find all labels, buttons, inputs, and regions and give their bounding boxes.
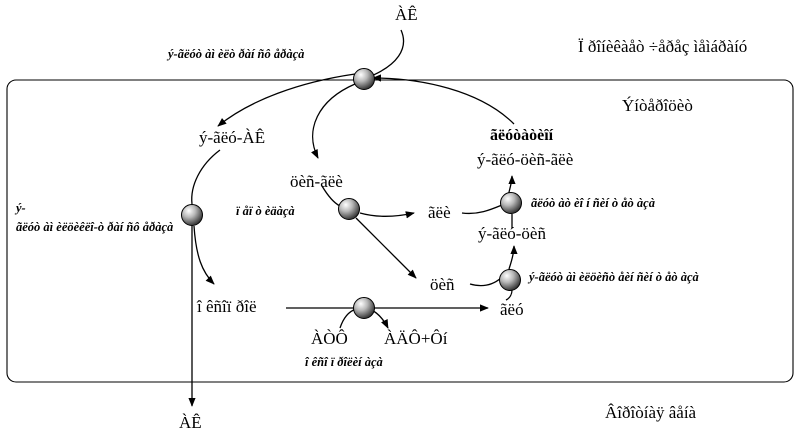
atp-label: ÀÒÔ [311,329,348,348]
cys-label: öèñ [430,275,455,294]
arrow-atp-in [339,308,357,329]
enterocyte-boundary [6,79,794,383]
portal-vein-label: Âîðîòíàÿ âåíà [605,403,697,422]
membrane-label: Ï ðîíèêàåò ÷åðåç ìåìáðàíó [578,37,747,56]
enterocyte-label: Ýíòåðîöèò [622,96,693,115]
arrow-gly-to-synthetase [461,204,503,215]
adp-pn-label: ÀÄÔ+Ôí [384,329,448,348]
enzyme-node-cyclotransferase [181,204,203,226]
arrow-glutathione-in [372,74,515,125]
ak-bottom-label: ÀÊ [179,413,202,432]
enzyme-node-dipeptidase [338,198,360,220]
acyl-ak-label: ý-ãëó-ÀÊ [199,128,265,147]
arrow-acyl-ak-to-ball [191,149,221,205]
arrow-to-gly [359,211,415,219]
glutathione-label: ãëóòàòèîí [490,127,554,144]
transferase-label: ý-ãëóò àì èëò ðàí ñô åðàçà [166,47,304,61]
arrow-to-oxoproline [193,225,215,285]
arrow-ak-in [365,29,405,79]
enzyme-node-cysteinyl-synthetase [499,269,521,291]
enzyme-node-synthetase [500,192,522,214]
arrow-to-acyl-ak [217,73,356,127]
oxoprolinase-label: î êñî ï ðîëèí àçà [305,355,383,369]
arrow-cys-to-synthetase [469,277,502,287]
cys-gly-label: öèñ-ãëè [290,172,343,191]
acyl-cys-gly-label: ý-ãëó-öèñ-ãëè [477,150,573,169]
arrow-glu-in [505,289,513,301]
acyl-cys-label: ý-ãëó-öèñ [478,224,546,243]
gly-label: ãëè [428,203,451,222]
dipeptidase-label: ï åï ò èäàçà [236,204,295,218]
arrow-cys-gly-to-ball [321,185,341,207]
arrow-to-acyl-cys [508,245,518,270]
synthetase-label: ãëóò àò èî í ñèí ò åò àçà [531,196,655,210]
oxoproline-label: î êñîï ðîë [196,297,256,316]
cyclotransferase-label: ý- ãëóò àì èëöèêëî-ò ðàí ñô åðàçà [14,201,173,234]
glu-label: ãëó [500,300,524,319]
cysteinyl-synthetase-label: ý-ãëóò àì èëöèñò åèí ñèí ò åò àçà [527,270,699,284]
enzyme-node-transferase [353,68,375,90]
arrow-to-cys [355,217,417,279]
arrow-to-cys-gly [311,83,356,159]
ak-top-label: ÀÊ [395,5,418,24]
enzyme-node-oxoprolinase [353,297,375,319]
